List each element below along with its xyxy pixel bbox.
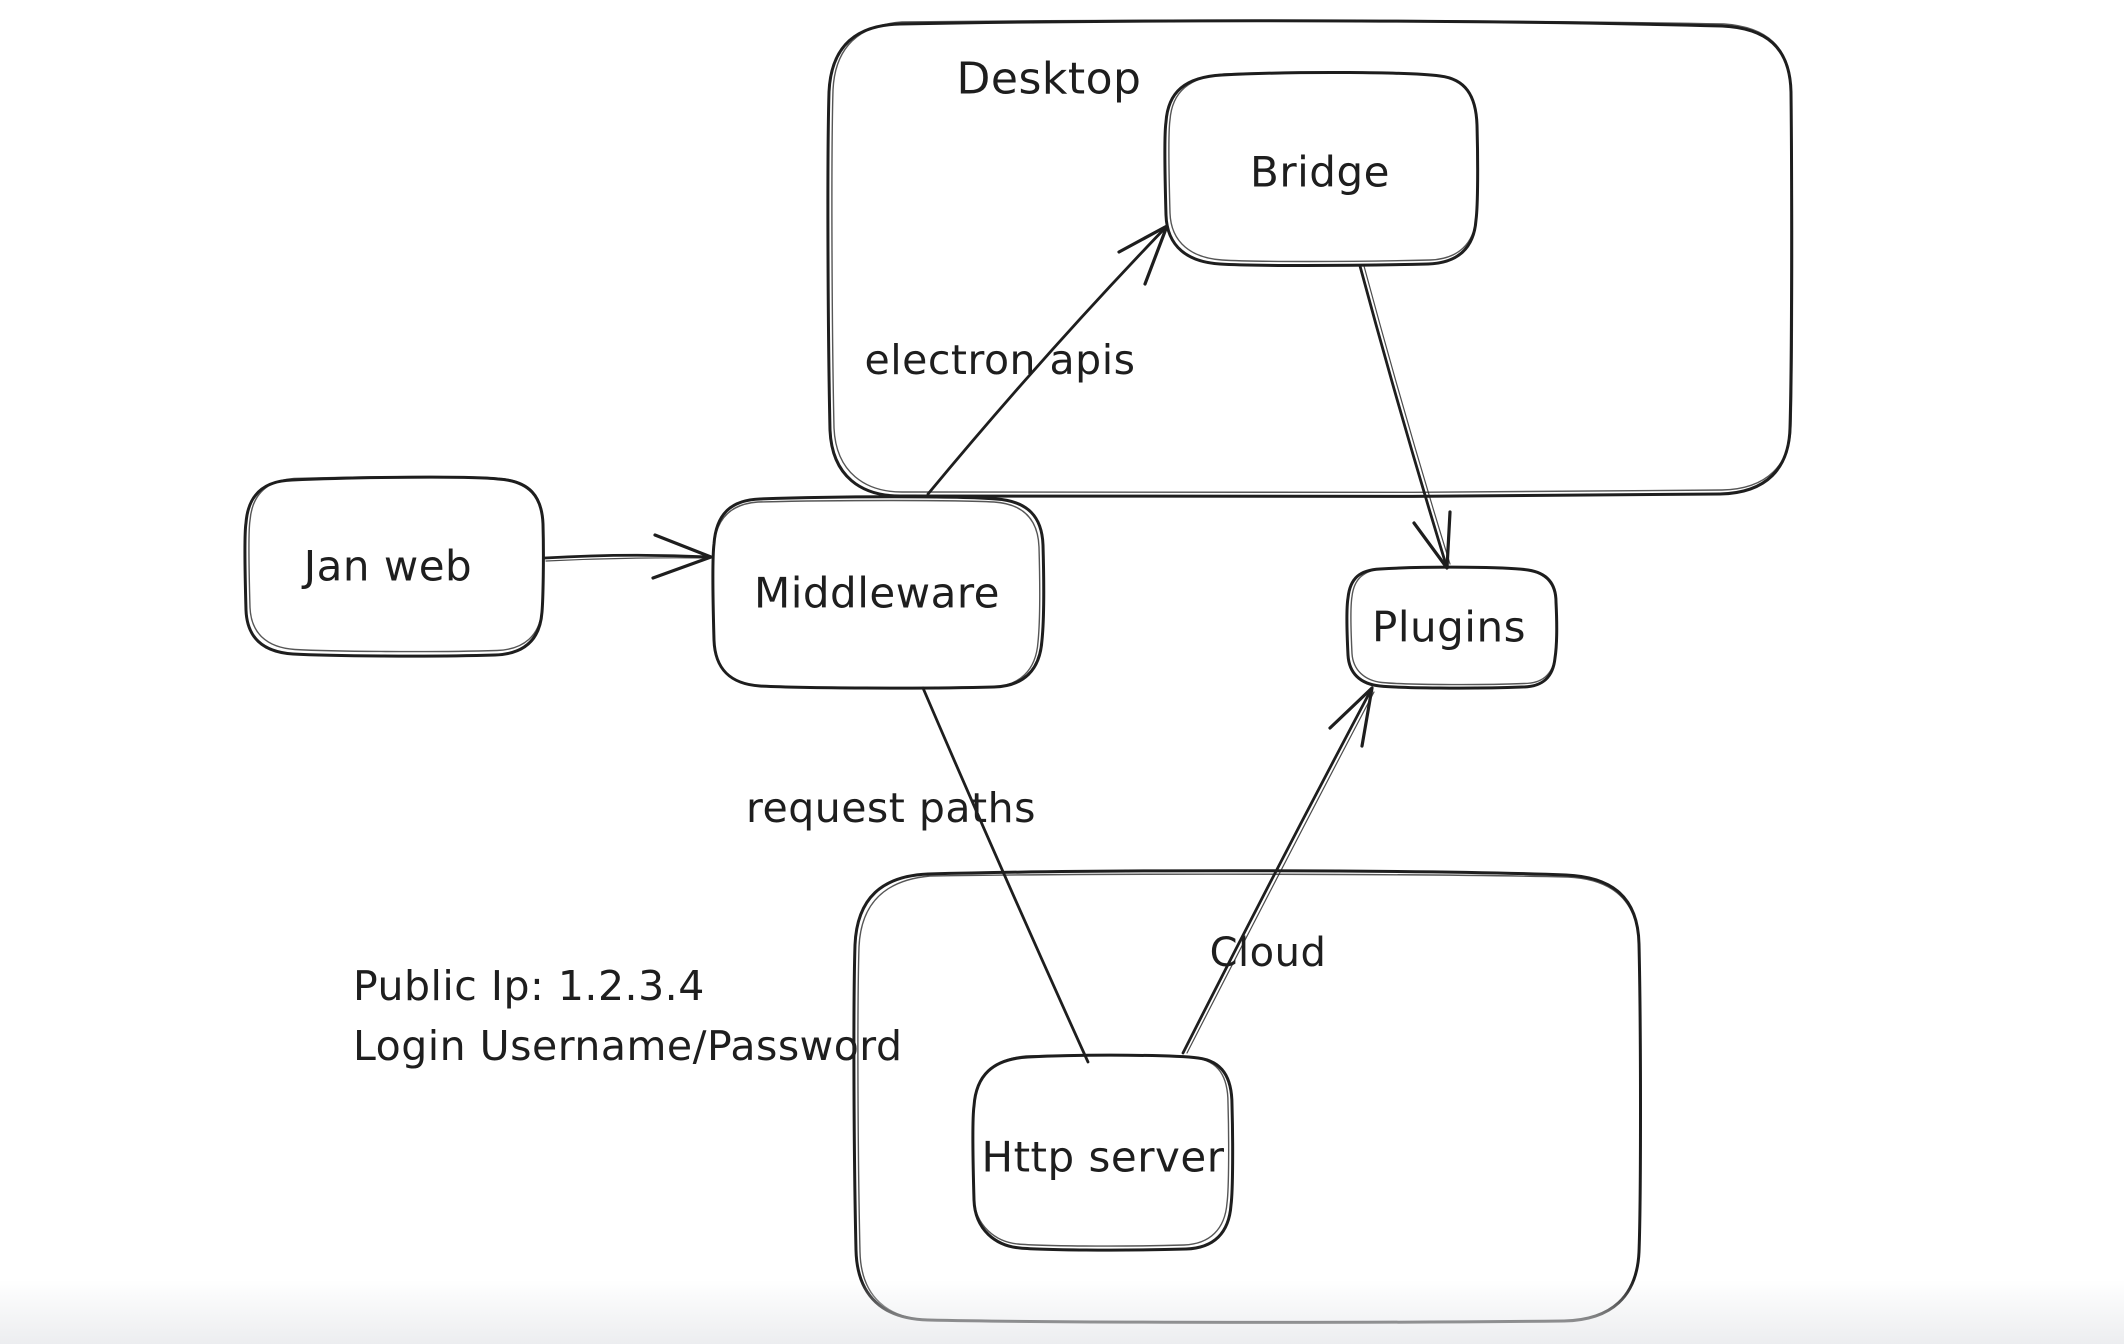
desktop-container-echo — [831, 19, 1794, 494]
edge-middleware-to-http-server[interactable] — [921, 686, 1090, 1064]
bridge-echo — [1168, 71, 1479, 263]
http-server-label[interactable]: Http server — [981, 1132, 1225, 1182]
note-line-public-ip: Public Ip: 1.2.3.4 — [353, 962, 705, 1010]
edge-line — [1358, 264, 1449, 570]
jan-web-node[interactable] — [243, 475, 545, 658]
edge-line — [926, 224, 1169, 496]
edge-bridge-to-plugins[interactable] — [1358, 264, 1452, 570]
arrowhead — [1117, 224, 1169, 286]
edge-line — [921, 686, 1090, 1064]
desktop-container-label[interactable]: Desktop — [956, 53, 1142, 105]
edge-http-server-to-plugins[interactable] — [1181, 686, 1375, 1055]
http-server-node[interactable] — [971, 1053, 1235, 1252]
bridge-node[interactable] — [1163, 70, 1480, 267]
middleware-node[interactable] — [711, 495, 1046, 690]
edge-middleware-to-bridge[interactable] — [926, 224, 1169, 496]
electron-apis-edge-label[interactable]: electron apis — [864, 336, 1136, 384]
note-line-login: Login Username/Password — [353, 1022, 903, 1070]
arrowhead — [1328, 686, 1374, 748]
plugins-label[interactable]: Plugins — [1372, 602, 1526, 652]
edge-jan-web-to-middleware[interactable] — [543, 533, 713, 580]
http-server-echo — [972, 1054, 1230, 1247]
cloud-container-label[interactable]: Cloud — [1209, 930, 1327, 976]
edge-line-echo — [545, 557, 710, 562]
middleware-echo — [712, 499, 1041, 689]
arrowhead — [1412, 510, 1452, 570]
edge-line-echo — [1363, 265, 1451, 565]
plugins-echo — [1350, 566, 1558, 686]
bridge-label[interactable]: Bridge — [1250, 147, 1390, 197]
arrowhead — [651, 533, 713, 580]
annotation-note[interactable]: Public Ip: 1.2.3.4 Login Username/Passwo… — [353, 956, 902, 1076]
jan-web-echo — [248, 475, 545, 653]
middleware-label[interactable]: Middleware — [753, 568, 1001, 618]
plugins-node[interactable] — [1345, 565, 1559, 690]
jan-web-label[interactable]: Jan web — [303, 541, 473, 591]
edge-line — [1181, 686, 1374, 1055]
edge-line-echo — [1186, 691, 1375, 1054]
edge-line — [543, 553, 713, 560]
request-paths-edge-label[interactable]: request paths — [746, 784, 1036, 832]
